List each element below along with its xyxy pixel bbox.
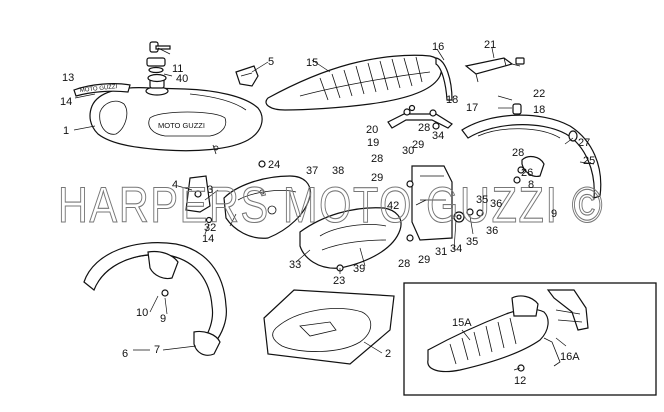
- label-13: 13: [62, 72, 74, 84]
- label-32: 32: [204, 222, 216, 234]
- rear-mudguard: [461, 103, 602, 199]
- label-9a: 9: [160, 313, 166, 325]
- label-6: 6: [122, 348, 128, 360]
- label-38: 38: [332, 165, 344, 177]
- label-29b: 29: [371, 172, 383, 184]
- label-35a: 35: [476, 194, 488, 206]
- label-39: 39: [353, 263, 365, 275]
- label-17: 17: [466, 102, 478, 114]
- label-1: 1: [63, 125, 69, 137]
- tank-emblem: MOTO GUZZI: [73, 83, 131, 97]
- fastener-set: [161, 160, 525, 297]
- label-12: 12: [514, 375, 526, 387]
- label-5: 5: [268, 56, 274, 68]
- label-34a: 34: [432, 130, 444, 142]
- label-19: 19: [367, 137, 379, 149]
- label-29a: 29: [412, 139, 424, 151]
- label-14b: 14: [202, 233, 214, 245]
- label-22: 22: [533, 88, 545, 100]
- label-11: 11: [172, 63, 183, 75]
- label-2: 2: [385, 348, 391, 360]
- left-side-panel: [223, 175, 311, 239]
- label-28a: 28: [418, 122, 430, 134]
- label-36a: 36: [490, 198, 502, 210]
- label-15a: 15A: [452, 317, 472, 329]
- label-8: 8: [528, 179, 534, 191]
- label-42: 42: [387, 200, 399, 212]
- label-37: 37: [306, 165, 318, 177]
- label-14a: 14: [60, 96, 72, 108]
- emblem-text: MOTO GUZZI: [80, 84, 118, 94]
- front-mudguard: [83, 242, 227, 356]
- tank-badge-text: MOTO GUZZI: [158, 121, 205, 130]
- cover-sheet: [263, 289, 395, 365]
- bracket-3: [185, 175, 211, 213]
- battery-tray: [411, 165, 453, 241]
- luggage-rack-21: [464, 57, 525, 83]
- label-30: 30: [402, 145, 414, 157]
- label-28c: 28: [512, 147, 524, 159]
- label-28b: 28: [371, 153, 383, 165]
- label-18a: 18: [446, 94, 458, 106]
- label-35b: 35: [466, 236, 478, 248]
- watermark-text: HARPERS MOTO GUZZI ©: [58, 177, 604, 233]
- label-28d: 28: [398, 258, 410, 270]
- label-29c: 29: [418, 254, 430, 266]
- label-10: 10: [136, 307, 148, 319]
- cap-key: [146, 41, 171, 74]
- label-21: 21: [484, 39, 496, 51]
- label-33: 33: [289, 259, 301, 271]
- seat: [265, 54, 453, 111]
- label-26: 26: [521, 167, 533, 179]
- label-16a: 16A: [560, 351, 580, 363]
- seat-bracket: [387, 104, 453, 130]
- label-40: 40: [176, 73, 188, 85]
- label-7: 7: [154, 344, 160, 356]
- label-23: 23: [333, 275, 345, 287]
- label-9b: 9: [551, 208, 557, 220]
- part-labels: 1 2 3 4 5 6 7 8 9 9 10 11 12 13 14 14 15…: [60, 39, 595, 387]
- fuel-tank: MOTO GUZZI: [89, 73, 263, 155]
- label-3: 3: [207, 184, 213, 196]
- label-16: 16: [432, 41, 444, 53]
- right-side-panel: [299, 207, 402, 269]
- label-24: 24: [268, 159, 280, 171]
- label-18b: 18: [533, 104, 545, 116]
- label-36b: 36: [486, 225, 498, 237]
- label-15: 15: [306, 57, 318, 69]
- label-4: 4: [172, 179, 178, 191]
- label-20: 20: [366, 124, 378, 136]
- bracket-5: [235, 65, 259, 87]
- label-27: 27: [578, 137, 590, 149]
- label-25: 25: [583, 155, 595, 167]
- label-34b: 34: [450, 243, 462, 255]
- leader-lines: [73, 47, 595, 371]
- label-31: 31: [435, 246, 447, 258]
- inset-box: [403, 282, 657, 396]
